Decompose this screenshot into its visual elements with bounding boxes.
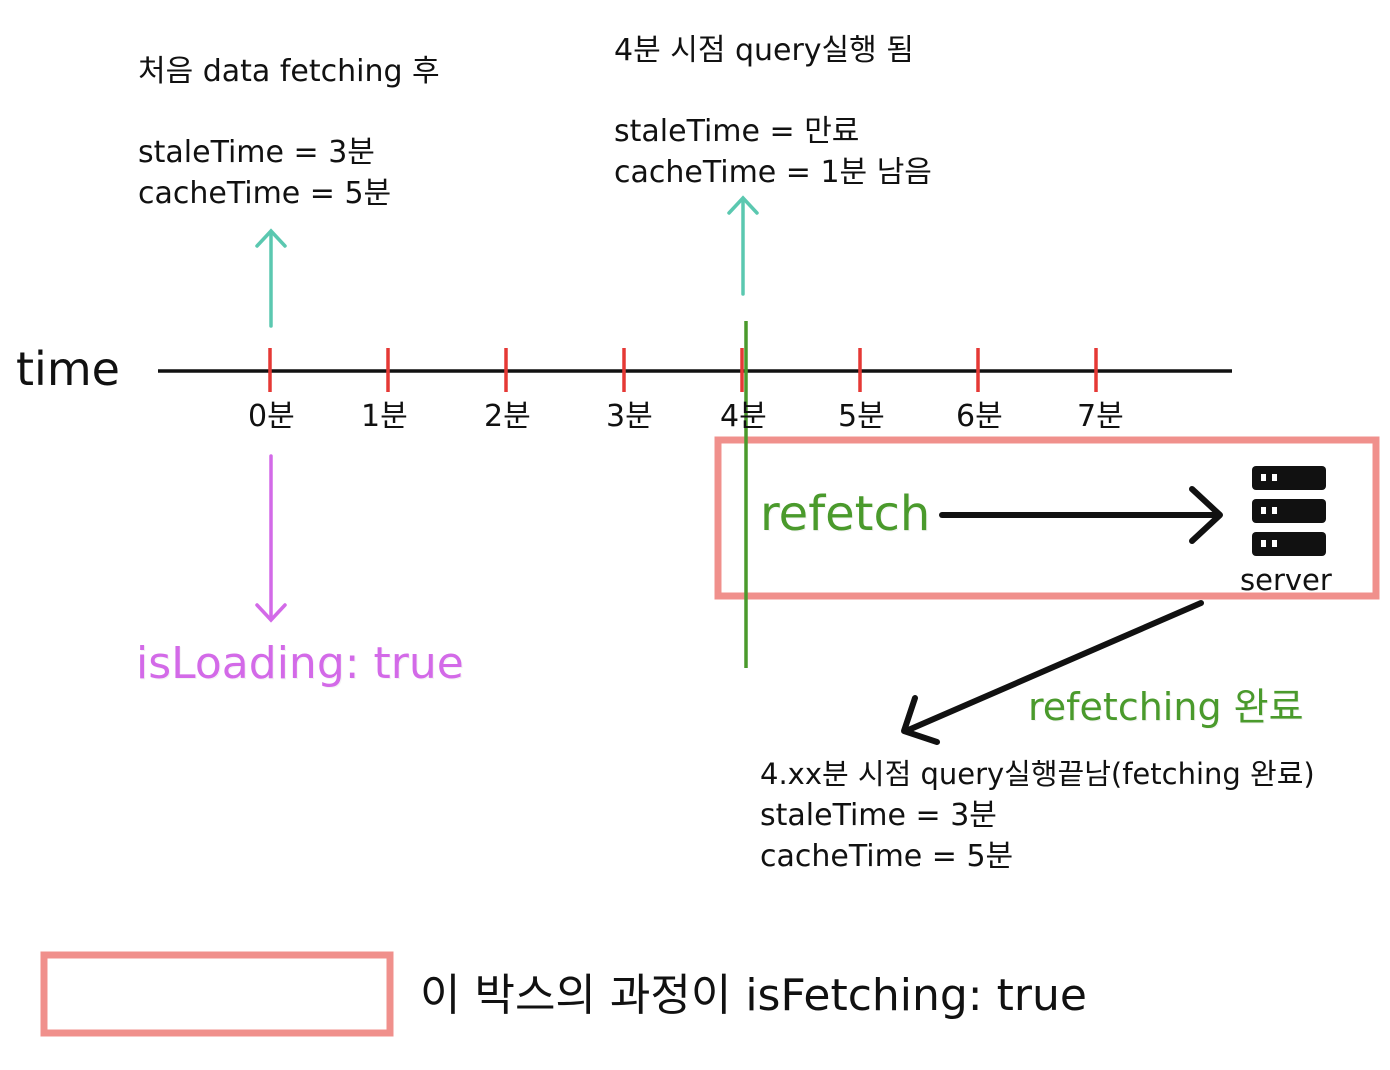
server-label: server	[1240, 563, 1332, 597]
note-done-heading: 4.xx분 시점 query실행끝남(fetching 완료)	[760, 757, 1315, 791]
note-initial-heading: 처음 data fetching 후	[138, 54, 440, 89]
note-4min-cache: cacheTime = 1분 남음	[614, 155, 932, 190]
teal-arrow-4min	[727, 195, 759, 296]
server-icon	[1252, 466, 1326, 556]
note-4min-stale: staleTime = 만료	[614, 114, 860, 149]
note-initial-stale: staleTime = 3분	[138, 135, 375, 170]
is-loading-label: isLoading: true	[136, 638, 464, 689]
tick-label-0: 0분	[248, 399, 295, 434]
tick-label-6: 6분	[956, 399, 1003, 434]
note-4min-heading: 4분 시점 query실행 됨	[614, 33, 914, 68]
tick-label-3: 3분	[606, 399, 653, 434]
refetch-label: refetch	[760, 486, 931, 542]
teal-arrow-0min	[255, 228, 287, 328]
legend-text: 이 박스의 과정이 isFetching: true	[420, 970, 1087, 1021]
time-axis-label: time	[16, 342, 120, 396]
refetch-arrow	[939, 486, 1223, 544]
return-arrow	[901, 600, 1204, 745]
tick-label-4: 4분	[720, 399, 767, 434]
note-done-cache: cacheTime = 5분	[760, 839, 1014, 874]
legend-box	[40, 951, 394, 1037]
tick-label-7: 7분	[1077, 399, 1124, 434]
tick-marks	[268, 348, 1098, 392]
note-initial-cache: cacheTime = 5분	[138, 176, 392, 211]
tick-label-5: 5분	[838, 399, 885, 434]
fetching-box	[714, 436, 1380, 600]
note-done-stale: staleTime = 3분	[760, 798, 997, 833]
tick-label-2: 2분	[484, 399, 531, 434]
refetch-done-label: refetching 완료	[1028, 685, 1304, 729]
magenta-arrow-down	[255, 454, 287, 623]
tick-label-1: 1분	[361, 399, 408, 434]
